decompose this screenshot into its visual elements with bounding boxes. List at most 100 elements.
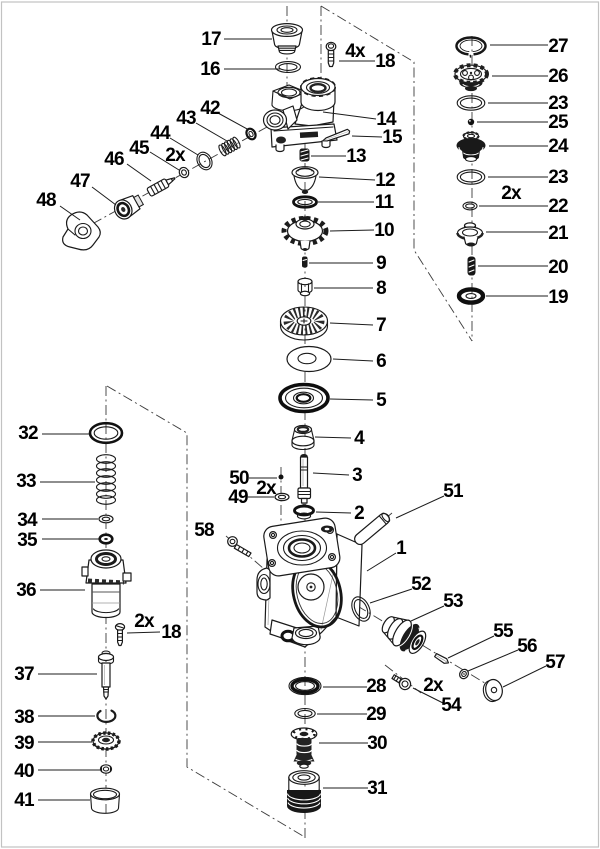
part-54-screw: [391, 674, 412, 691]
callout-51: 51: [443, 481, 464, 502]
part-7-rotor-disc: [279, 306, 329, 341]
leader-51: [395, 495, 445, 519]
part-29-oring: [294, 707, 316, 720]
callout-14: 14: [376, 109, 397, 130]
leader-45: [149, 151, 180, 171]
leader-46: [126, 163, 152, 182]
part-14-pump-head: [262, 77, 338, 153]
part-9-pin: [302, 256, 308, 268]
callout-3: 3: [352, 465, 362, 486]
leader-52: [369, 588, 413, 604]
part-56-washer: [459, 668, 469, 680]
callout-7: 7: [376, 315, 386, 336]
callout-24: 24: [548, 136, 569, 157]
part-34-washer: [98, 514, 114, 524]
callout-13: 13: [346, 146, 366, 167]
callout-8: 8: [376, 278, 386, 299]
callout-40: 40: [14, 761, 34, 782]
leader-12: [318, 176, 376, 181]
leader-6: [332, 358, 374, 362]
part-21-valve-small: [456, 222, 484, 247]
part-19-oring-thick: [456, 287, 486, 305]
leader-3: [312, 472, 350, 476]
callout-42: 42: [200, 98, 220, 119]
qty-2x-45: 2x: [165, 145, 186, 166]
leader-10: [329, 229, 375, 232]
callout-55: 55: [493, 621, 514, 642]
part-18-screw-left: [114, 622, 126, 647]
callout-5: 5: [376, 390, 387, 411]
qty-2x-22: 2x: [501, 183, 522, 204]
part-1-pump-body: [256, 517, 363, 648]
boundary-right-subassembly: [320, 5, 473, 342]
callout-28: 28: [366, 676, 386, 697]
callout-39: 39: [14, 733, 34, 754]
callout-labels: 17 16 4x 18 42 43 44 45 2x 46 47 48 14 1…: [14, 29, 570, 811]
callout-29: 29: [366, 704, 386, 725]
callout-4: 4: [354, 428, 365, 449]
part-11-oring: [292, 195, 318, 209]
callout-37: 37: [14, 664, 34, 685]
callout-18-left: 18: [161, 622, 181, 643]
callout-18-top: 18: [375, 51, 395, 72]
part-31-cap: [287, 770, 321, 813]
leader-43: [195, 122, 228, 142]
callout-22: 22: [548, 196, 568, 217]
leader-7: [329, 322, 374, 326]
part-2-bearing-ring: [293, 504, 315, 520]
leader-14: [322, 111, 377, 120]
qty-2x-18: 2x: [134, 611, 155, 632]
part-43-spring: [218, 136, 241, 157]
part-20-spring-dark: [467, 256, 476, 276]
callout-11: 11: [375, 192, 395, 213]
part-15-pin: [322, 128, 351, 142]
callout-35: 35: [17, 530, 38, 551]
callout-56: 56: [517, 636, 537, 657]
part-25-ball: [467, 118, 475, 126]
callout-16: 16: [200, 59, 220, 80]
callout-33: 33: [16, 471, 36, 492]
callout-21: 21: [548, 223, 569, 244]
leader-1: [366, 552, 397, 572]
flange-bolt-holes: [268, 525, 337, 567]
part-36-regulator-valve: [81, 549, 132, 619]
qty-2x-54: 2x: [423, 675, 444, 696]
leader-lines: [38, 38, 548, 801]
part-38-circlip: [96, 709, 117, 723]
part-6-washer-disc: [286, 345, 332, 373]
callout-6: 6: [376, 351, 386, 372]
callout-47: 47: [70, 171, 90, 192]
leader-53: [410, 605, 445, 622]
part-17-plug: [270, 23, 304, 55]
part-53-outlet-connector: [381, 616, 427, 655]
part-28-oring-thick: [288, 676, 322, 696]
part-8-nut: [297, 277, 313, 297]
boundary-left-subassembly: [106, 385, 304, 837]
leader-5: [329, 398, 374, 401]
part-13-spring-dark: [299, 148, 310, 162]
leader-44: [169, 137, 199, 156]
part-23-oring-lower: [456, 169, 486, 185]
axis-outlet-group: [340, 595, 504, 695]
callout-48: 48: [36, 190, 56, 211]
callout-52: 52: [411, 574, 431, 595]
callout-54: 54: [441, 695, 462, 716]
callout-49: 49: [228, 487, 248, 508]
callout-19: 19: [548, 287, 568, 308]
callout-50: 50: [229, 468, 249, 489]
part-body-screw: [227, 536, 252, 558]
qty-2x-49: 2x: [256, 478, 277, 499]
part-51-cylinder-pin: [354, 512, 391, 546]
leader-2: [315, 511, 352, 514]
leader-57: [502, 665, 547, 688]
part-40-nut-small: [99, 764, 113, 774]
slot-detail: [299, 131, 319, 138]
callout-1: 1: [396, 538, 407, 559]
part-37-bolt: [97, 650, 115, 700]
leader-18-left: [126, 631, 161, 634]
part-23-oring-upper: [456, 95, 486, 111]
callout-27: 27: [548, 36, 568, 57]
part-16-oring: [274, 61, 302, 73]
axis-nozzle-group: [75, 121, 277, 234]
